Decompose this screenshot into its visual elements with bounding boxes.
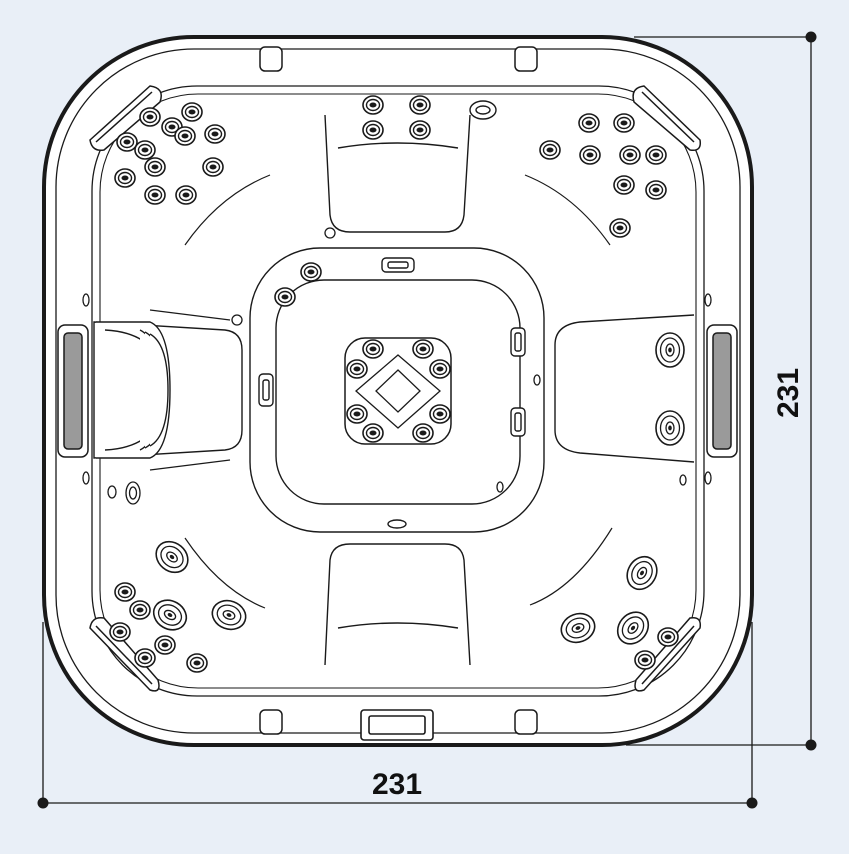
width-dimension-label: 231 [372, 768, 423, 801]
seat-bottom [324, 543, 471, 666]
dimension-lines [42, 36, 812, 804]
grip-right [706, 324, 738, 458]
headrest-top-left [89, 85, 162, 152]
seat-contour-lines [149, 174, 613, 609]
headrest-bottom-left [89, 616, 160, 692]
grip-left [57, 324, 89, 458]
dimension-end-dots [37, 31, 817, 809]
footwell-fixtures [258, 100, 526, 529]
headrest-bottom-right [634, 616, 702, 692]
center-jet-cluster [344, 337, 452, 445]
seat-top [324, 114, 471, 233]
lounger-left [93, 321, 243, 459]
height-dimension-label: 231 [772, 367, 805, 418]
headrest-top-right [632, 85, 702, 152]
footwell-inner [275, 279, 521, 505]
rim-slots [259, 46, 538, 735]
skimmer-bottom [360, 709, 434, 741]
air-controls [82, 227, 712, 505]
tub-inner-basin [91, 85, 705, 697]
